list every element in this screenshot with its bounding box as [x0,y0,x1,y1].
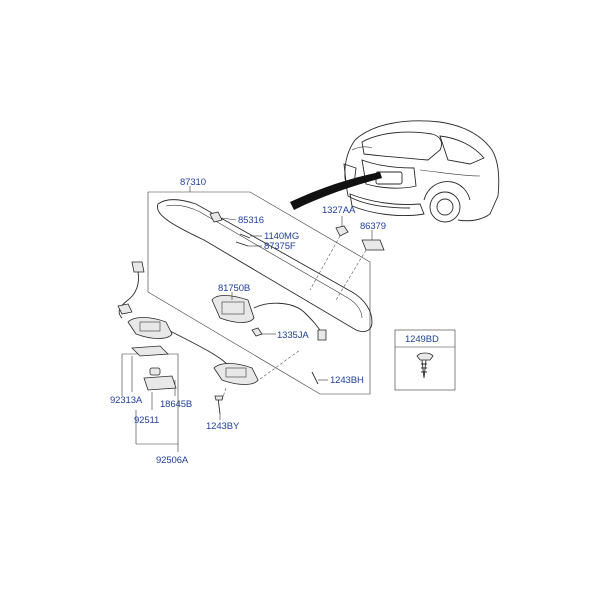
screw-1243BH [311,371,328,385]
car-roof [354,120,493,151]
screw-1249BD-head [416,352,434,361]
car-wheel-hub [436,198,454,216]
dash-1327AA [309,235,341,291]
screw-1243BY-head [214,395,224,401]
harness-wire-upper [118,271,139,319]
callout-arrow [290,172,382,210]
lens-92313A [131,345,169,392]
label-1243BH: 1243BH [330,375,364,386]
lens-92313A-body [131,345,169,357]
switch-button [221,301,245,315]
screw-1243BY [214,395,224,420]
label-1249BD: 1249BD [405,334,439,345]
label-87310: 87310 [180,177,206,188]
car-right-side [457,149,500,222]
harness-connector-mid [117,303,133,315]
car-bumper [349,193,425,216]
clip-85316-body [209,211,223,223]
lamp-left-housing [127,317,173,339]
car-body-line [419,169,481,177]
label-92313A: 92313A [110,395,143,406]
screw-1243BH-body [311,371,319,385]
label-1243BY: 1243BY [206,421,240,432]
switch-wire [253,302,323,335]
lamp-right-housing [213,363,259,385]
car-wheel-arch [423,181,471,201]
license-lamp-right [213,363,259,385]
clip-1335JA-body [251,327,263,337]
leader-85316 [221,217,237,221]
clip-85316 [209,211,237,223]
label-18645B: 18645B [160,399,192,410]
screw-box-frame [394,329,456,391]
switch-body [211,295,255,323]
dash-86379 [335,249,367,301]
car-spoiler [351,146,373,151]
tailgate-garnish-87310 [156,199,373,333]
harness-wire-lower [167,329,231,369]
label-92511: 92511 [134,415,159,426]
switch-81750B [211,292,327,341]
garnish-outer [156,199,373,333]
label-1140MG: 1140MG [264,231,299,242]
label-1335JA: 1335JA [277,330,309,341]
grommet-1327AA [309,216,349,291]
fastener-1140MG [235,233,262,247]
switch-connector [317,329,327,341]
lamp-left-lens [139,321,161,332]
leader-92506A [135,410,179,452]
bulb-body [149,367,161,376]
car-rear-illustration [343,120,500,223]
screw-1140MG [239,233,251,239]
lamp-harness [117,261,231,369]
label-85316: 85316 [238,215,264,226]
screw-1249BD-shank [421,359,427,379]
car-rear-window [361,131,443,161]
harness-connector-top [131,261,145,273]
label-92506A: 92506A [156,455,189,466]
car-tailgate [361,159,417,189]
car-side-window [439,135,485,165]
screw-1243BY-body [217,397,221,415]
pad-body [361,239,385,251]
car-left-side [344,139,411,209]
label-87375F: 87375F [264,241,296,252]
garnish-inner-line [165,204,363,319]
lamp-right-lens [225,367,247,378]
pad-86379 [335,230,385,301]
socket-body [143,375,177,391]
assembly-boundary [147,191,371,395]
socket-92511 [143,375,177,410]
label-86379: 86379 [360,221,386,232]
car-wheel [429,191,461,223]
part-87375F [235,241,249,247]
license-lamp-left [127,317,173,339]
grommet-body [335,225,349,237]
label-81750B: 81750B [218,283,250,294]
screw-box-1249BD [394,329,456,391]
dash-lamp-right [255,349,301,383]
label-1327AA: 1327AA [322,205,356,216]
clip-1335JA [251,327,276,337]
